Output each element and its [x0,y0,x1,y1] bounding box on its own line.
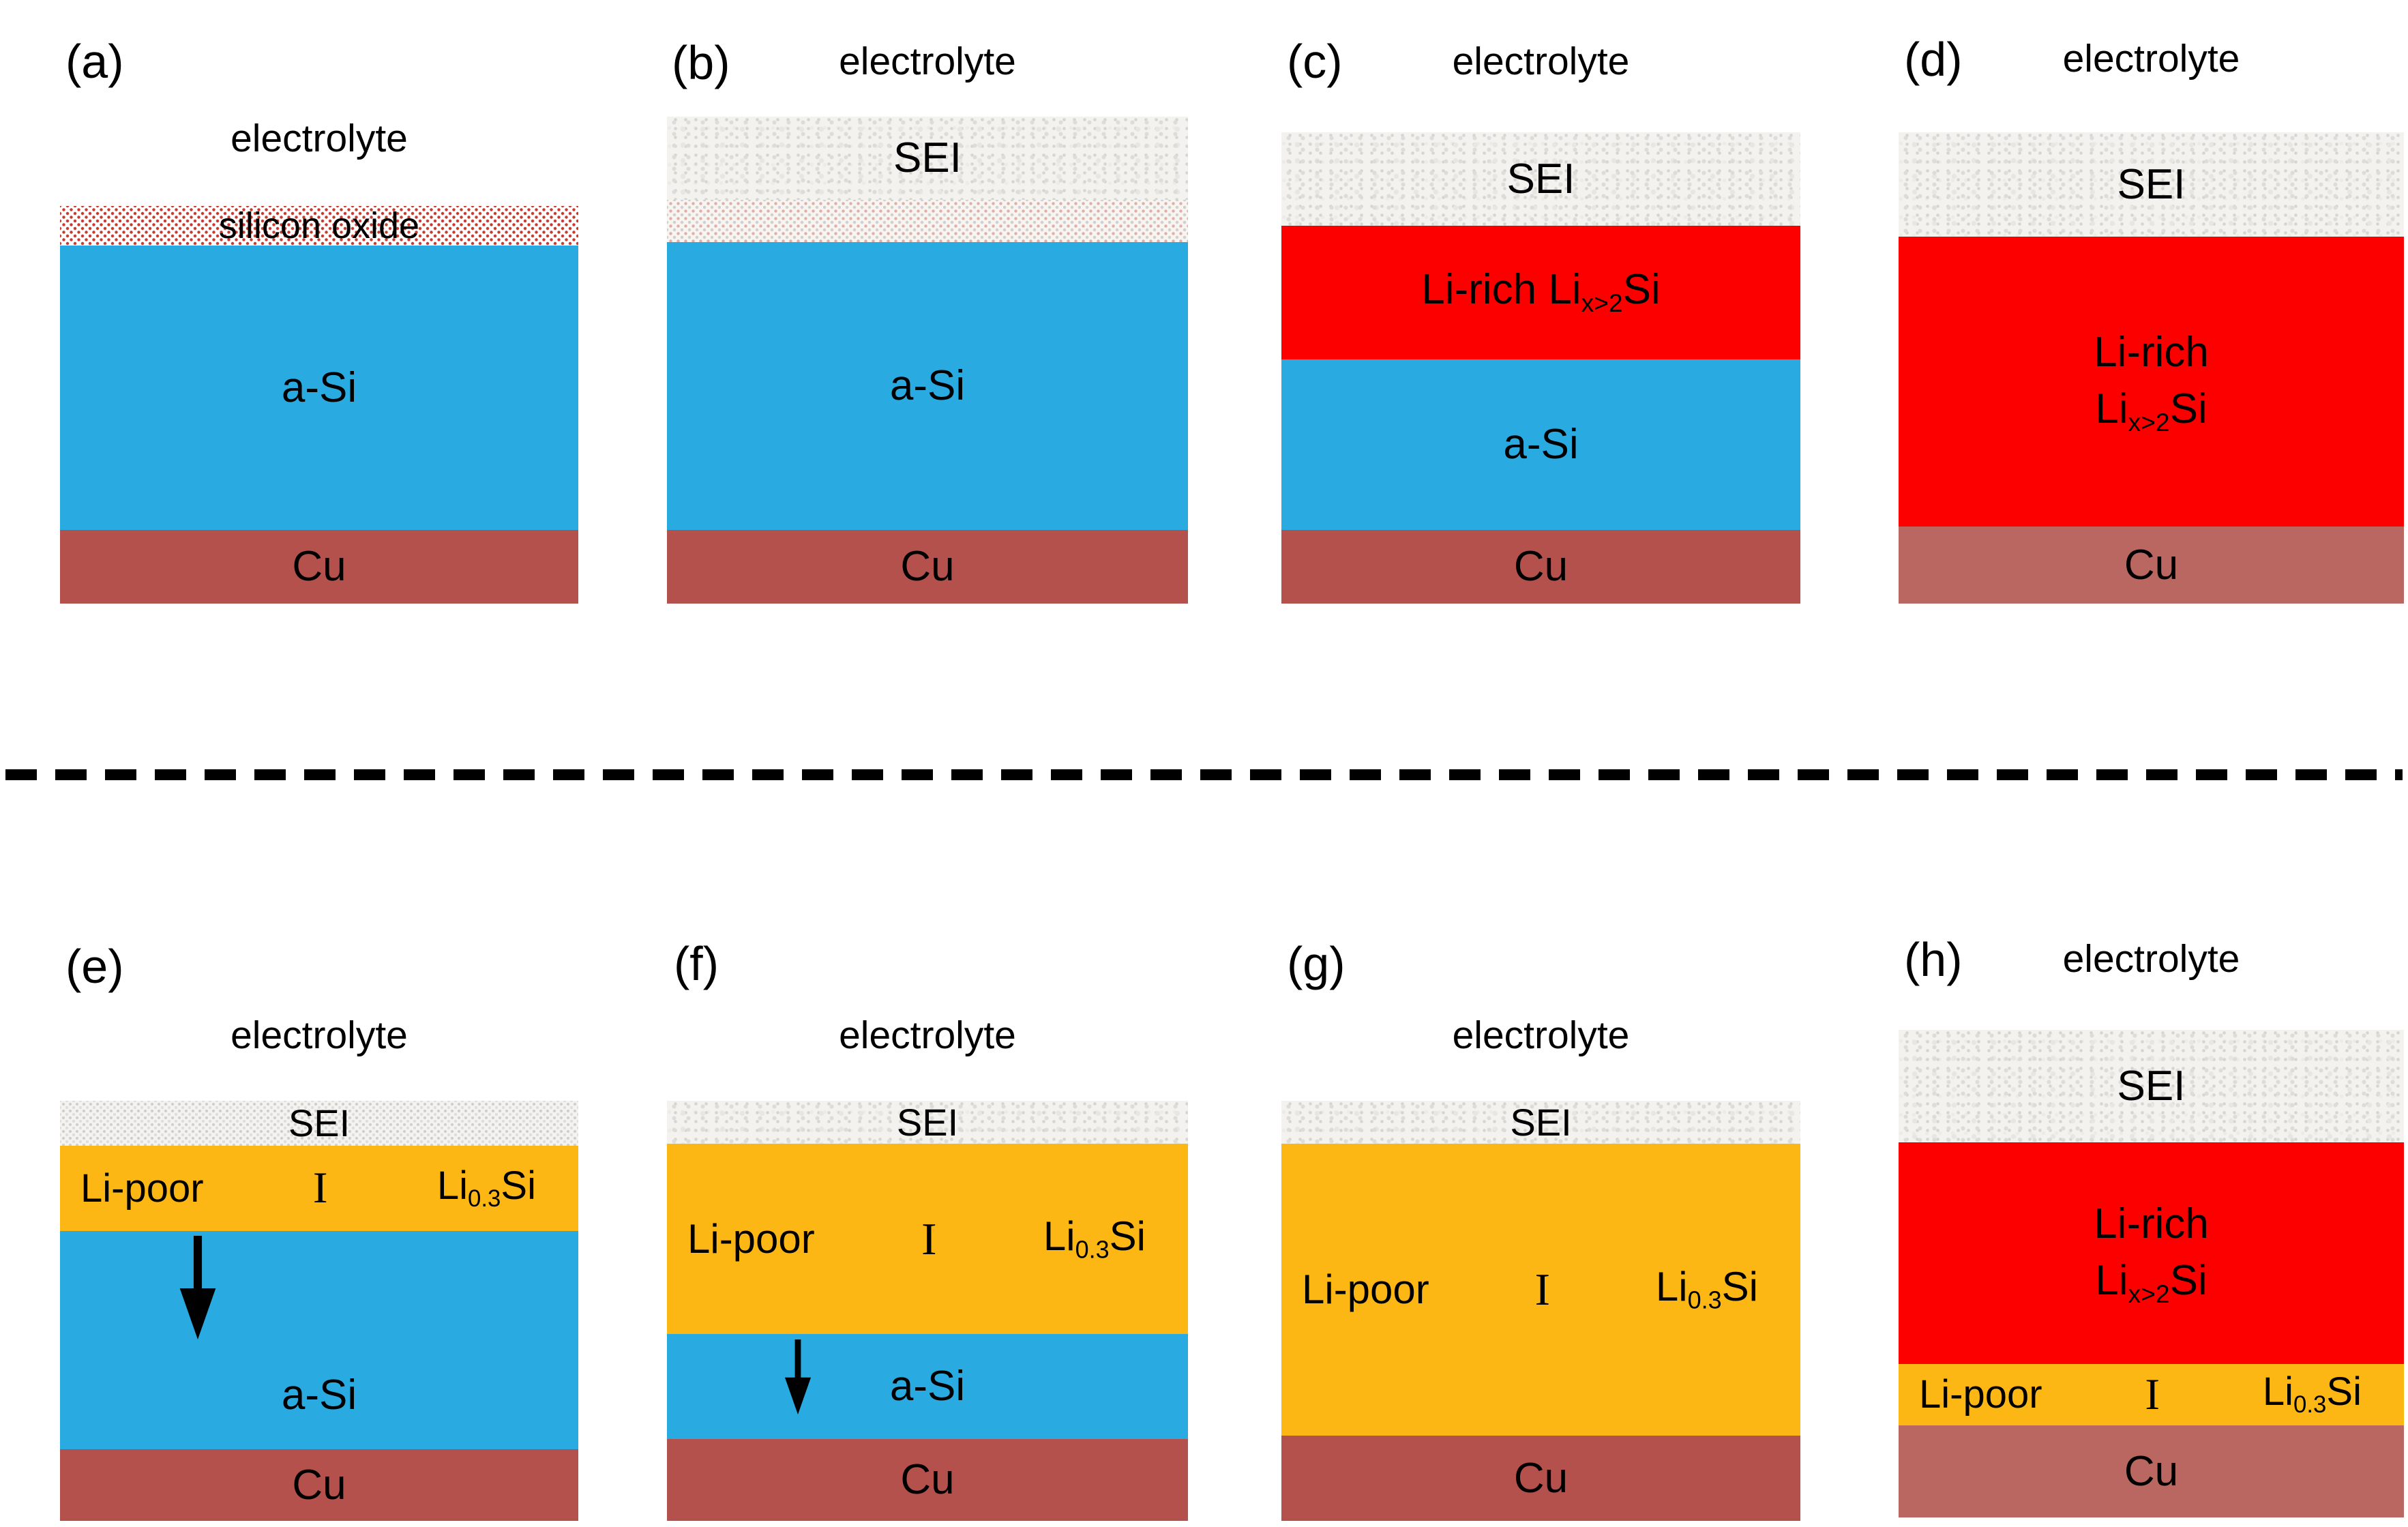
sei-label: SEI [1510,1100,1572,1144]
cu-layer: Cu [667,530,1188,604]
a-si-label: a-Si [281,1372,357,1419]
li-rich-layer: Li-rich Lix>2Si [1899,1142,2404,1364]
panel-label: (f) [674,937,719,990]
panel-g: (g) electrolyte SEI Li-poor I Li0.3Si Cu [1281,0,1800,1527]
panel-f: (f) electrolyte SEI Li-poor I Li0.3Si a-… [667,0,1188,1527]
a-si-label: a-Si [281,364,357,411]
cu-label: Cu [292,1461,346,1509]
li-poor-label: Li-poor [1919,1372,2042,1417]
panel-b: (b) electrolyte SEI a-Si Cu [667,0,1188,1527]
sei-layer: SEI [1899,132,2404,237]
electrolyte-label: electrolyte [1452,1013,1630,1057]
a-si-layer: a-Si [667,1334,1188,1439]
oxide-remnant-layer [667,200,1188,242]
a-si-layer: a-Si [667,242,1188,530]
sei-layer: SEI [667,117,1188,200]
li-poor-label: Li-poor [80,1166,204,1211]
panel-a: (a) electrolyte silicon oxide a-Si Cu [60,0,578,1527]
sei-layer: SEI [1281,132,1800,226]
phase-one-symbol: I [2145,1369,2160,1419]
down-arrow-icon [179,1236,216,1339]
phase-one-symbol: I [312,1163,328,1213]
a-si-layer: a-Si [60,1231,578,1449]
silicon-oxide-label: silicon oxide [218,205,420,246]
cu-layer: Cu [1899,527,2404,604]
sei-layer: SEI [1899,1030,2404,1142]
sei-layer: SEI [1281,1101,1800,1144]
cu-label: Cu [1513,1454,1569,1502]
li-poor-layer: Li-poor I Li0.3Si [1281,1144,1800,1436]
electrolyte-label: electrolyte [2062,937,2240,981]
li-poor-formula: Li0.3Si [2262,1369,2362,1419]
electrolyte-label: electrolyte [2062,37,2240,80]
phase-one-symbol: I [921,1213,937,1264]
panel-e: (e) electrolyte SEI Li-poor I Li0.3Si a-… [60,0,578,1527]
panel-label: (c) [1287,35,1343,88]
sei-label: SEI [896,1100,959,1144]
cu-label: Cu [2124,1447,2179,1495]
panel-c: (c) electrolyte SEI Li-rich Lix>2Si a-Si… [1281,0,1800,1527]
down-arrow-icon [784,1339,812,1414]
li-rich-label: Li-rich Lix>2Si [2094,1200,2209,1309]
li-rich-label: Li-rich Lix>2Si [2094,328,2209,437]
a-si-label: a-Si [889,362,966,409]
panel-label: (g) [1287,937,1346,990]
li-rich-layer: Li-rich Lix>2Si [1281,226,1800,359]
phase-one-symbol: I [1534,1264,1551,1316]
dashed-divider-line [5,769,2403,780]
sei-label: SEI [2117,160,2186,208]
a-si-layer: a-Si [1281,359,1800,530]
li-poor-formula: Li0.3Si [436,1163,536,1212]
cu-label: Cu [2124,541,2179,589]
electrolyte-label: electrolyte [839,1013,1016,1057]
li-poor-layer: Li-poor I Li0.3Si [60,1146,578,1231]
cu-layer: Cu [1281,530,1800,604]
panel-label: (a) [65,35,124,88]
electrolyte-label: electrolyte [839,40,1016,83]
panel-label: (d) [1904,33,1963,86]
cu-layer: Cu [60,530,578,604]
li-poor-formula: Li0.3Si [1043,1213,1146,1264]
silicon-oxide-layer: silicon oxide [60,206,578,246]
cu-layer: Cu [60,1449,578,1521]
sei-layer: SEI [667,1101,1188,1144]
cu-label: Cu [292,543,346,590]
li-rich-layer: Li-rich Lix>2Si [1899,237,2404,527]
li-poor-layer: Li-poor I Li0.3Si [1899,1364,2404,1425]
cu-layer: Cu [1899,1425,2404,1517]
a-si-label: a-Si [1503,421,1579,468]
li-poor-formula: Li0.3Si [1655,1264,1758,1314]
li-rich-label: Li-rich Lix>2Si [1421,266,1661,318]
cu-label: Cu [900,543,955,590]
sei-label: SEI [1506,155,1575,203]
electrolyte-label: electrolyte [231,117,408,160]
panel-label: (h) [1904,933,1963,986]
cu-label: Cu [900,1456,955,1503]
a-si-label: a-Si [889,1363,966,1410]
electrolyte-label: electrolyte [231,1013,408,1057]
li-poor-label: Li-poor [1302,1266,1429,1312]
li-poor-layer: Li-poor I Li0.3Si [667,1144,1188,1334]
a-si-layer: a-Si [60,246,578,530]
sei-layer: SEI [60,1101,578,1146]
electrolyte-label: electrolyte [1452,40,1630,83]
li-poor-label: Li-poor [687,1215,815,1262]
cu-label: Cu [1513,543,1569,590]
panel-label: (b) [672,36,730,89]
panel-label: (e) [65,940,124,993]
cu-layer: Cu [667,1439,1188,1521]
sei-label: SEI [2117,1062,2186,1110]
sei-label: SEI [288,1101,351,1144]
sei-label: SEI [893,134,962,181]
panel-h: (h) electrolyte SEI Li-rich Lix>2Si Li-p… [1899,0,2404,1527]
panel-d: (d) electrolyte SEI Li-rich Lix>2Si Cu [1899,0,2404,1527]
cu-layer: Cu [1281,1436,1800,1521]
